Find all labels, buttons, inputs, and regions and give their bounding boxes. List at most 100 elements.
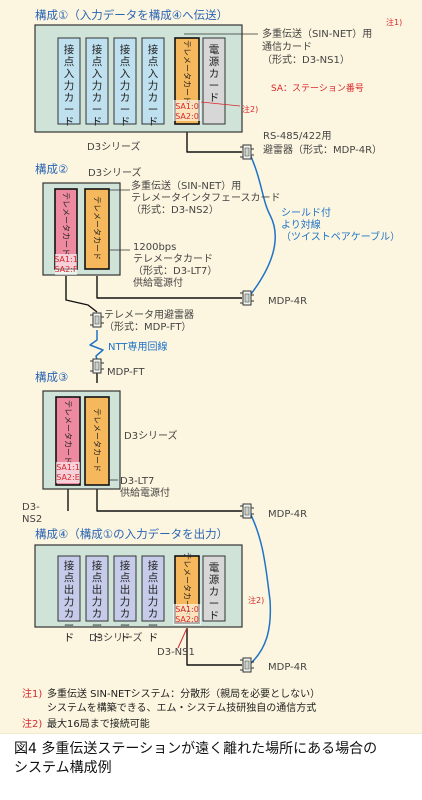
svg-text:力: 力 bbox=[148, 79, 159, 92]
svg-text:入: 入 bbox=[120, 68, 131, 80]
config2-ns2-label: テレメータカード bbox=[62, 192, 71, 256]
svg-text:点: 点 bbox=[92, 572, 103, 584]
config1-input-card-2 bbox=[85, 37, 109, 125]
svg-text:ド: ド bbox=[92, 116, 103, 128]
svg-text:ー: ー bbox=[148, 104, 159, 116]
svg-text:力: 力 bbox=[148, 595, 159, 608]
svg-text:ー: ー bbox=[92, 620, 103, 632]
config2-sa-box bbox=[55, 254, 77, 275]
arrester-mdp4r-2 bbox=[240, 290, 254, 306]
config3-lt7-label: テレメータカード bbox=[93, 408, 102, 472]
config2-lt7-label: テレメータカード bbox=[93, 196, 102, 260]
svg-text:入: 入 bbox=[148, 68, 159, 80]
svg-text:出: 出 bbox=[92, 583, 103, 596]
svg-text:出: 出 bbox=[120, 583, 131, 596]
svg-text:カ: カ bbox=[209, 68, 220, 80]
config3-heading: 構成③ bbox=[35, 370, 68, 384]
svg-text:力: 力 bbox=[120, 595, 131, 608]
config4-note2-mark: 注2) bbox=[248, 596, 265, 605]
svg-text:点: 点 bbox=[64, 572, 75, 584]
svg-text:接: 接 bbox=[92, 559, 103, 572]
svg-text:接: 接 bbox=[148, 559, 159, 572]
arrester-mdp4r-1 bbox=[240, 144, 254, 160]
sa-legend: SA：ステーション番号 bbox=[271, 84, 364, 94]
config1-input-card-4 bbox=[141, 37, 165, 125]
svg-text:接: 接 bbox=[148, 43, 159, 56]
config1-heading: 構成①（入力データを構成④へ伝送） bbox=[35, 8, 228, 22]
svg-text:入: 入 bbox=[92, 68, 103, 80]
config3-sa-box bbox=[56, 462, 80, 483]
ntt-line-label: NTT専用回線 bbox=[108, 342, 168, 353]
note1-mark: 注1) bbox=[22, 689, 43, 700]
config3-ns2-label: D3- NS2 bbox=[22, 502, 43, 525]
config2-heading: 構成② bbox=[35, 162, 68, 176]
svg-text:カ: カ bbox=[64, 92, 75, 104]
config4-output-card-1 bbox=[57, 555, 81, 622]
svg-text:カ: カ bbox=[209, 586, 220, 598]
svg-text:電: 電 bbox=[209, 44, 220, 56]
svg-text:ド: ド bbox=[64, 632, 75, 644]
svg-text:カ: カ bbox=[148, 92, 159, 104]
svg-text:ー: ー bbox=[64, 104, 75, 116]
svg-text:点: 点 bbox=[120, 56, 131, 68]
svg-text:接: 接 bbox=[92, 43, 103, 56]
svg-text:源: 源 bbox=[209, 55, 220, 68]
svg-text:カ: カ bbox=[92, 92, 103, 104]
svg-text:ー: ー bbox=[92, 104, 103, 116]
svg-text:出: 出 bbox=[148, 583, 159, 596]
config1-sa2: SA2:0 bbox=[175, 112, 199, 121]
svg-text:ド: ド bbox=[120, 116, 131, 128]
config1-telemeter-label: テレメータカード bbox=[183, 40, 192, 104]
cable-twisted-pair-1 bbox=[247, 151, 276, 299]
svg-text:ド: ド bbox=[92, 632, 103, 644]
svg-text:カ: カ bbox=[92, 608, 103, 620]
svg-text:力: 力 bbox=[92, 595, 103, 608]
svg-text:接: 接 bbox=[64, 559, 75, 572]
arrester-mdp4r-4 bbox=[240, 657, 254, 673]
config4-output-card-4 bbox=[141, 555, 165, 622]
wire-config2-ns2-mdp bbox=[96, 276, 242, 299]
config4-output-card-2 bbox=[85, 555, 109, 622]
svg-text:カ: カ bbox=[120, 608, 131, 620]
config3-sa2: SA2:E bbox=[56, 473, 80, 482]
config1-input-card-3 bbox=[113, 37, 137, 125]
config4-telemeter-label: テレメータカード bbox=[183, 552, 192, 616]
config3-mdp-label: MDP-4R bbox=[268, 509, 308, 520]
config2-desc-ns2: 多重伝送（SIN-NET）用 テレメータインタフェースカード （形式：D3-NS… bbox=[131, 181, 281, 216]
config2-lt7-card bbox=[84, 188, 110, 270]
svg-text:接: 接 bbox=[64, 43, 75, 56]
config4-sa1: SA1:0 bbox=[175, 605, 199, 614]
config4-mdp-label: MDP-4R bbox=[268, 662, 308, 673]
config4-power-card bbox=[202, 555, 226, 622]
svg-text:カ: カ bbox=[148, 608, 159, 620]
svg-text:点: 点 bbox=[92, 56, 103, 68]
config1-input-card-1 bbox=[57, 37, 81, 125]
svg-text:点: 点 bbox=[148, 572, 159, 584]
arrester-mdp4r-3 bbox=[240, 503, 254, 519]
config1-note1-mark: 注1) bbox=[386, 18, 403, 27]
config4-ns1-leader bbox=[177, 627, 188, 649]
svg-text:力: 力 bbox=[64, 79, 75, 92]
config1-sa1: SA1:0 bbox=[175, 102, 199, 111]
config3-ns2-label: テレメータカード bbox=[64, 400, 73, 464]
wire-config4-mdp bbox=[186, 628, 242, 666]
svg-text:出: 出 bbox=[64, 583, 75, 596]
config3-series: D3シリーズ bbox=[124, 431, 178, 442]
config2-sa2: SA2:F bbox=[54, 265, 77, 274]
svg-text:ド: ド bbox=[209, 610, 220, 622]
config1-series: D3シリーズ bbox=[87, 142, 141, 153]
config3-desc-lt7: D3-LT7 供給電源付 bbox=[120, 476, 170, 499]
config4-heading: 構成④（構成①の入力データを出力） bbox=[35, 527, 228, 541]
svg-text:接: 接 bbox=[120, 559, 131, 572]
config1-note2-mark: 注2) bbox=[242, 105, 259, 114]
config1-sa-box bbox=[173, 100, 201, 121]
svg-text:点: 点 bbox=[64, 56, 75, 68]
